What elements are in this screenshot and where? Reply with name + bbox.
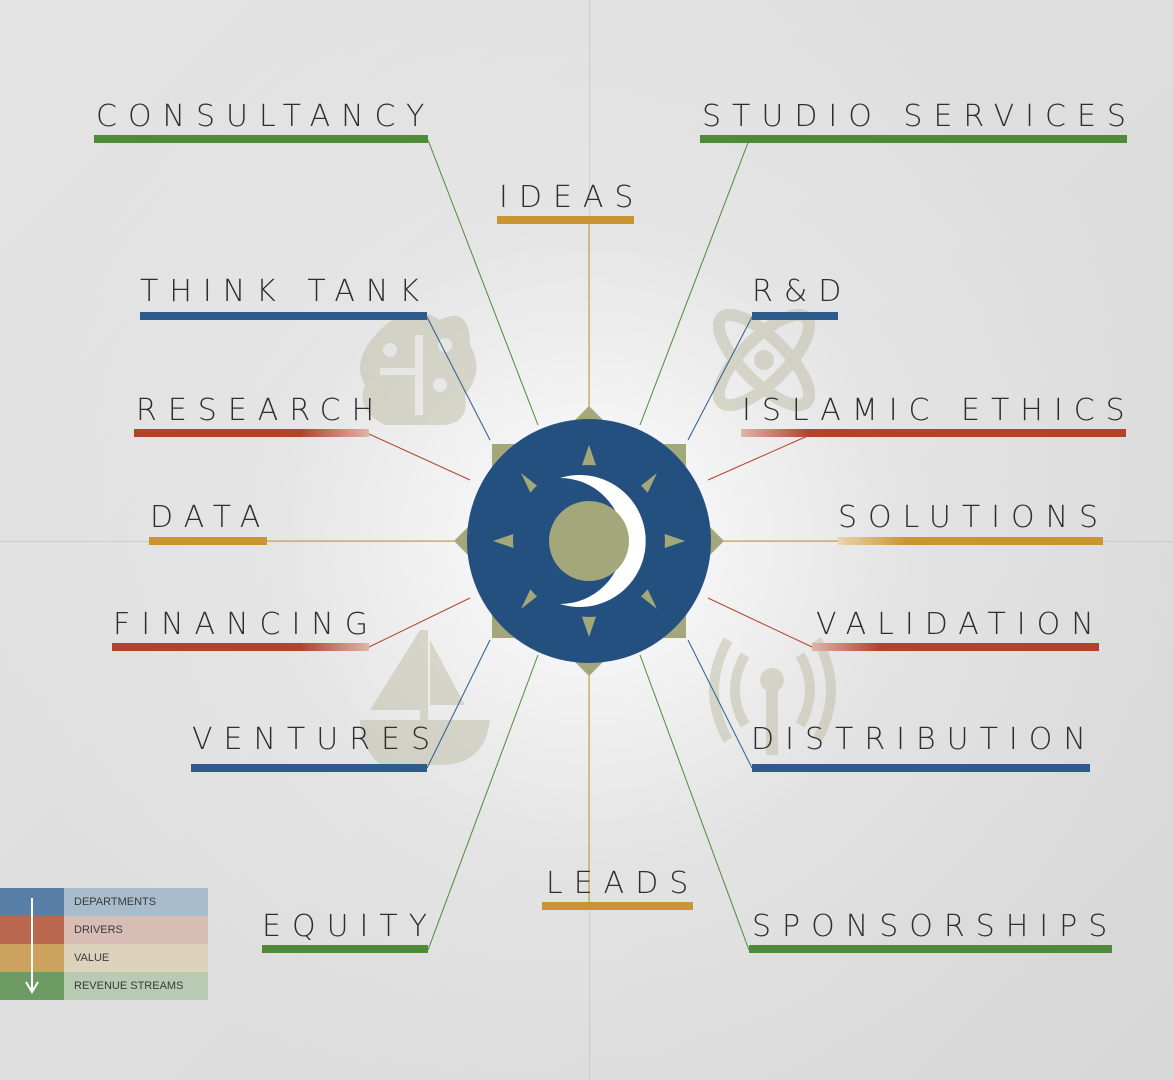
- bar-islamic-ethics: [741, 429, 1126, 437]
- bar-equity: [262, 945, 428, 953]
- brain-circuit-icon: [360, 312, 477, 425]
- bar-distribution: [752, 764, 1090, 772]
- connector-think-tank: [426, 316, 491, 441]
- connector-consultancy: [427, 139, 539, 426]
- label-equity: EQUITY: [262, 909, 439, 944]
- bar-ventures: [191, 764, 427, 772]
- legend-label-departments: DEPARTMENTS: [64, 888, 208, 916]
- underline-bars: [94, 135, 1127, 953]
- label-rnd: R&D: [752, 274, 853, 309]
- connector-sponsorships: [639, 654, 750, 951]
- label-distribution: DISTRIBUTION: [751, 722, 1097, 757]
- legend: DEPARTMENTS DRIVERS VALUE REVENUE STREAM…: [0, 888, 208, 1000]
- label-consultancy: CONSULTANCY: [96, 99, 436, 134]
- bar-research: [134, 429, 369, 437]
- connector-equity: [427, 654, 539, 951]
- connector-lines: [266, 139, 838, 951]
- down-arrow-icon: [25, 898, 39, 994]
- connector-studio-services: [639, 139, 750, 426]
- bar-studio-services: [700, 135, 1127, 143]
- label-ventures: VENTURES: [192, 722, 442, 757]
- connector-research: [368, 433, 471, 481]
- bar-leads: [542, 902, 693, 910]
- legend-label-revenue-streams: REVENUE STREAMS: [64, 972, 208, 1000]
- legend-row-revenue-streams: REVENUE STREAMS: [0, 972, 208, 1000]
- central-emblem: [454, 406, 724, 676]
- bar-validation: [812, 643, 1099, 651]
- label-financing: FINANCING: [113, 607, 379, 642]
- legend-row-value: VALUE: [0, 944, 208, 972]
- label-islamic-ethics: ISLAMIC ETHICS: [742, 393, 1136, 428]
- connector-ventures: [426, 639, 491, 769]
- connector-islamic-ethics: [707, 433, 813, 481]
- connector-rnd: [687, 316, 753, 441]
- label-solutions: SOLUTIONS: [838, 500, 1110, 535]
- bar-ideas: [497, 216, 634, 224]
- label-ideas: IDEAS: [499, 180, 645, 215]
- label-think-tank: THINK TANK: [140, 274, 431, 309]
- legend-label-drivers: DRIVERS: [64, 916, 208, 944]
- bar-think-tank: [140, 312, 427, 320]
- label-leads: LEADS: [546, 866, 700, 901]
- label-validation: VALIDATION: [816, 607, 1105, 642]
- bar-sponsorships: [749, 945, 1112, 953]
- bar-solutions: [838, 537, 1103, 545]
- label-sponsorships: SPONSORSHIPS: [752, 909, 1119, 944]
- bar-data: [149, 537, 267, 545]
- connector-distribution: [687, 639, 753, 769]
- label-research: RESEARCH: [136, 393, 386, 428]
- sailboat-icon: [360, 630, 490, 765]
- bar-rnd: [752, 312, 838, 320]
- connector-validation: [707, 597, 813, 648]
- legend-label-value: VALUE: [64, 944, 208, 972]
- label-studio-services: STUDIO SERVICES: [702, 99, 1137, 134]
- label-data: DATA: [150, 500, 272, 535]
- bar-consultancy: [94, 135, 428, 143]
- bar-financing: [112, 643, 369, 651]
- connector-financing: [368, 597, 471, 648]
